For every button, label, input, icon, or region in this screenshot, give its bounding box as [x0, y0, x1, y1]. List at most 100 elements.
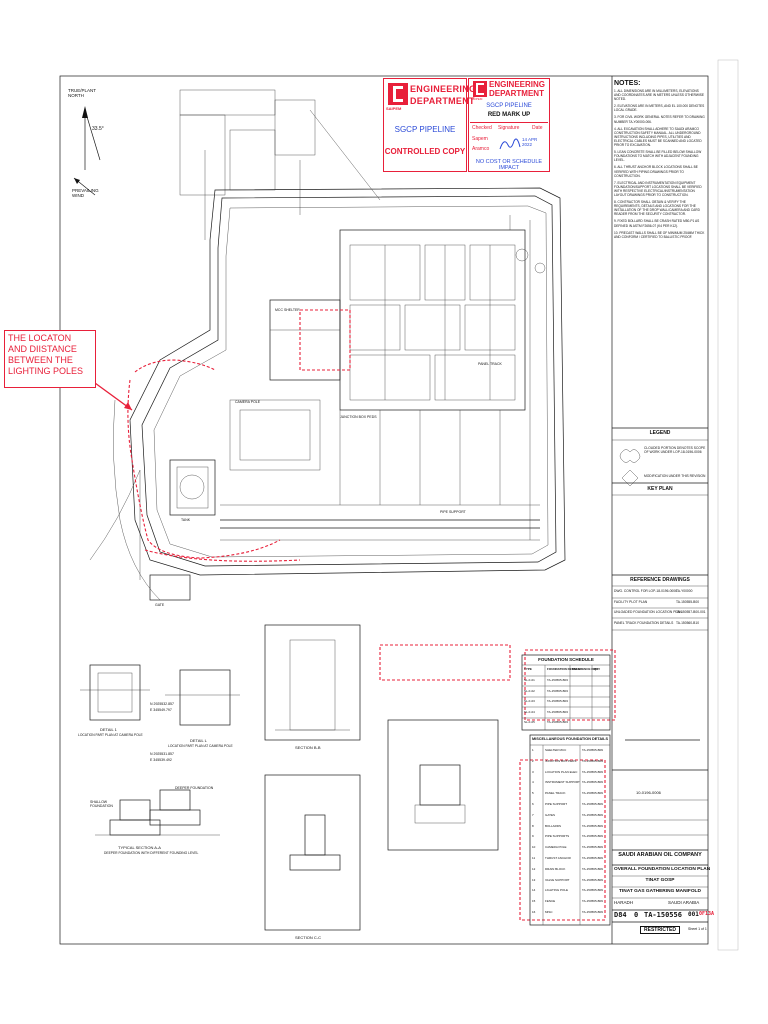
misc-cell-12-1: VALVE SUPPORT [545, 877, 570, 882]
refdwg-row2-desc: FACILITY PLOT PLAN [614, 600, 648, 604]
misc-cell-1-0: 2 [532, 758, 534, 763]
titleblock-country: SAUDI ARABIA [668, 900, 700, 905]
fs-cell-3-1: TA-150565-B03 [547, 709, 568, 714]
coord-2: E 345549.797 [150, 708, 172, 712]
note-2: 2. ELEVATIONS ARE IN METERS, AND EL 100.… [614, 104, 705, 113]
misc-cell-3-1: INSTRUMENT SUPPORT [545, 780, 580, 785]
coord-4: E 345539.492 [150, 758, 172, 762]
misc-cell-1-1: JUNCTION BOX PEDS [545, 758, 577, 763]
stamp-left-line2: DEPARTMENT [410, 96, 475, 106]
notes-title: NOTES: [614, 80, 641, 87]
fs-cell-0-0: SL-F-01 [524, 678, 535, 682]
misc-cell-12-3: TA-150565-B09 [582, 877, 603, 882]
section-aa-sub: DEEPER FOUNDATION WITH DIFFERENT FOUNDIN… [104, 851, 199, 855]
binding-strip [717, 59, 739, 951]
stamp-row1: Sapem [472, 136, 488, 142]
misc-cell-5-1: PIPE SUPPORT [545, 802, 568, 806]
plan-label-gate: GATE [155, 603, 165, 607]
misc-cell-10-3: TA-150565-B09 [582, 856, 603, 860]
refdwg-row2-no: TA-150555-B00 [676, 600, 700, 604]
fs-header-3: QTY [594, 667, 601, 671]
detail-l-label: DETAIL L [190, 738, 207, 743]
misc-cell-15-3: TA-150565-B09 [582, 910, 603, 914]
tables-grid [521, 427, 708, 926]
fs-cell-1-0: SL-F-02 [524, 688, 535, 693]
misc-cell-2-3: TA-150565-B09 [582, 769, 603, 774]
titleblock-sheet: 001 [688, 911, 699, 918]
misc-cell-6-3: TA-150565-B09 [582, 812, 603, 817]
refdwg-row1-no: TA-Y00000 [676, 589, 693, 593]
misc-cell-11-3: TA-150565-B09 [582, 866, 603, 871]
plan-label-panel: PANEL TRACK [478, 362, 502, 366]
stamp-col-date: Date [532, 125, 543, 131]
misc-cell-3-3: TA-150565-B09 [582, 780, 603, 785]
legend-icons [619, 449, 641, 487]
stamp-date: 14 APR 2022 [522, 137, 538, 147]
stamp-right-markup: RED MARK UP [487, 112, 531, 118]
section-bb-label: SECTION B-B [295, 745, 321, 750]
misc-cell-8-3: TA-150565-B09 [582, 834, 603, 839]
saipem-logo-icon-2 [473, 81, 487, 97]
misc-cell-3-0: 4 [532, 780, 534, 785]
titleblock-rev: 0F13A [699, 911, 715, 917]
stamp-sign-table: Checked Signature Date Sapem Aramco 14 A… [470, 122, 548, 156]
titleblock-title3: TINAT GAS GATHERING MANIFOLD [619, 889, 701, 894]
refdwg-row3-desc: UNLOADED FOUNDATION LOCATION PLAN [614, 610, 682, 614]
foundation-schedule-title: FOUNDATION SCHEDULE [538, 657, 594, 662]
fs-cell-0-1: TA-150565-B03 [547, 678, 568, 682]
legend-title: LEGEND [649, 430, 671, 436]
saipem-brand: SAIPEM [386, 106, 402, 111]
saipem-brand-2: SAIPEM [471, 97, 483, 101]
misc-cell-6-1: GATES [545, 812, 555, 817]
misc-cell-1-3: TA-150565-B09 [582, 758, 603, 763]
plan-label-camera: CAMERA POLE [235, 400, 261, 404]
titleblock-dwg-prefix: D84 [614, 911, 627, 919]
sheet-border [59, 75, 709, 945]
misc-cell-4-1: PANEL TRACK [545, 791, 566, 796]
titleblock-rev0: 0 [634, 911, 639, 919]
misc-cell-5-3: TA-150565-B09 [582, 802, 603, 806]
misc-cell-9-1: CAMERA POLE [545, 845, 567, 850]
misc-cell-15-0: 16 [532, 910, 536, 914]
misc-cell-9-3: TA-150565-B09 [582, 845, 603, 850]
north-angle: 33.5° [92, 126, 104, 132]
titleblock-sheet-note: Sheet 1 of 1 [688, 927, 707, 931]
stamp-col-signature: Signature [498, 125, 520, 131]
detail-drawings [80, 624, 499, 931]
refdwg-row4-no: TA-150560-B10 [676, 621, 700, 625]
misc-cell-14-3: TA-150565-B09 [582, 899, 603, 904]
detail-l-sub: LOCATION PART PLAN AT CAMERA POLE [168, 744, 233, 748]
misc-cell-10-0: 11 [532, 856, 536, 860]
fs-header-2: REFERENCE DRG. [572, 667, 599, 671]
prevailing-wind-label: PREVAILING WIND [72, 188, 99, 198]
plot-plan [89, 89, 566, 601]
misc-cell-0-1: SHELTER MCC [545, 748, 567, 752]
misc-cell-6-0: 7 [532, 812, 534, 817]
misc-cell-2-1: LOCATION PLAN ELEC [545, 769, 578, 774]
detail1-label: DETAIL 1 [100, 727, 117, 732]
coord-3: N 2925531.857 [150, 752, 174, 756]
misc-cell-7-0: 8 [532, 823, 534, 828]
misc-cell-4-0: 5 [532, 791, 534, 796]
misc-cell-10-1: THRUST ANCHOR [545, 856, 571, 860]
shallow-foundation-label: SHALLOW FOUNDATION [90, 800, 113, 808]
misc-cell-0-0: 1 [532, 748, 534, 752]
misc-cell-0-3: TA-150565-B09 [582, 748, 603, 752]
misc-schedule-title: MISCELLANEOUS FOUNDATION DETAILS [531, 737, 608, 741]
note-9: 9. FIXED BOLLARD SHALL BE CRASH RATED M5… [614, 219, 700, 228]
note-4: 4. ALL EXCAVATION SHALL ADHERE TO SAUDI … [614, 126, 702, 148]
titleblock-company: SAUDI ARABIAN OIL COMPANY [618, 852, 702, 858]
misc-cell-11-0: 12 [532, 866, 536, 871]
fs-cell-2-1: TA-150565-B03 [547, 699, 568, 703]
misc-cell-12-0: 13 [532, 877, 536, 882]
titleblock-title2: TINAT GOSP [645, 878, 675, 883]
fs-cell-1-1: TA-150565-B03 [547, 688, 568, 693]
misc-cell-9-0: 10 [532, 845, 536, 850]
fs-cell-4-1: TA-150565-B03 [547, 720, 568, 724]
saipem-logo-icon [388, 83, 408, 105]
stamp-left-project: SGCP PIPELINE [394, 125, 456, 134]
plan-label-jb: JUNCTION BOX PEDS [340, 415, 377, 419]
stamp-right-line2: DEPARTMENT [489, 89, 544, 98]
keyplan-title: KEY PLAN [647, 486, 673, 492]
controlled-copy-stamp: SAIPEM ENGINEERING DEPARTMENT SGCP PIPEL… [383, 78, 476, 172]
